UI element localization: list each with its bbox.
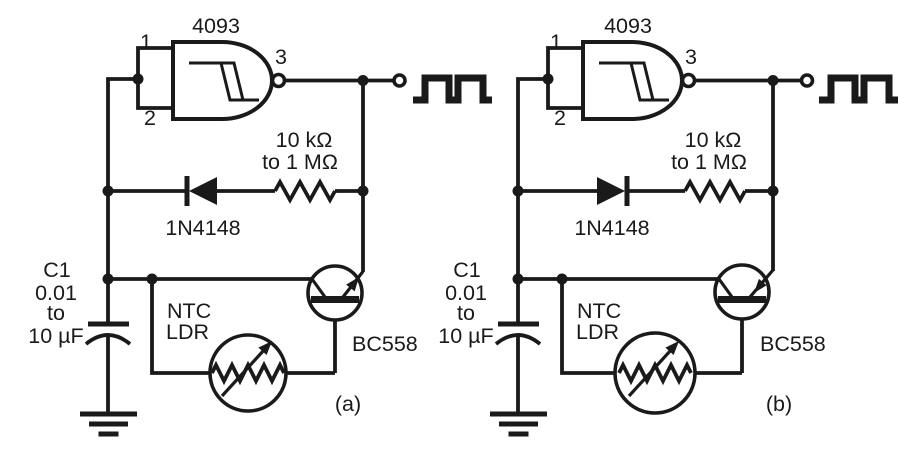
sensor-arrow-shaft [220, 348, 266, 398]
transistor-circle [713, 263, 771, 321]
feedback-left-rail-wire [516, 77, 548, 324]
transistor-base-bar [311, 296, 359, 303]
sensor-circle [613, 331, 697, 415]
sensor-label-line2: LDR [576, 320, 619, 344]
capacitor: C1 0.01 to 10 µF [438, 258, 542, 413]
diode-triangle-icon [597, 177, 625, 205]
schmitt-trigger-icon [599, 61, 669, 102]
sensor-zigzag-icon [617, 360, 693, 386]
pin3-label: 3 [685, 45, 697, 69]
junction-dot [146, 273, 158, 285]
schmitt-trigger-icon [189, 61, 259, 102]
resistor-value-line2: to 1 MΩ [262, 150, 338, 174]
capacitor-label-line3: to [457, 301, 475, 325]
junction-dots [512, 73, 779, 285]
junction-dot [132, 73, 144, 85]
transistor-part-label: BC558 [352, 332, 418, 356]
ground-symbol-icon [80, 411, 137, 437]
transistor-emitter-arrow-icon [346, 277, 359, 292]
transistor-collector-lead [717, 278, 734, 298]
junction-dot [542, 73, 554, 85]
transistor-emitter-arrow-icon [754, 278, 767, 293]
diode: 1N4148 [574, 176, 650, 240]
gate-part-label: 4093 [192, 14, 240, 38]
junction-dot [556, 273, 568, 285]
resistor-value-line1: 10 kΩ [276, 128, 333, 152]
sensor-ldr: NTC LDR [576, 299, 697, 415]
resistor-zigzag-icon [273, 178, 337, 204]
diode-part-label: 1N4148 [165, 216, 240, 240]
sensor-branch-wire [150, 279, 210, 375]
circuit-b: 4093 1 2 3 1N4148 10 kΩ to 1 MΩ C1 0.01 … [438, 14, 898, 437]
diode: 1N4148 [165, 176, 241, 240]
junction-dot [767, 75, 779, 86]
pin2-label: 2 [144, 106, 156, 130]
sensor-label-line1: NTC [167, 299, 211, 323]
sensor-arrow-head-icon [665, 341, 679, 355]
capacitor-label-line2: 0.01 [35, 281, 77, 305]
inverter-bubble-icon [680, 72, 697, 89]
capacitor-label-line4: 10 µF [438, 324, 493, 348]
sensor-circle [208, 333, 288, 413]
junction-dot [767, 185, 779, 197]
transistor-base-bar [718, 296, 766, 303]
junction-dot [102, 185, 114, 197]
junction-dots [102, 73, 369, 285]
diode-part-label: 1N4148 [574, 216, 649, 240]
transistor-part-label: BC558 [760, 332, 826, 356]
sensor-arrow-shaft [627, 348, 673, 398]
junction-dot [357, 75, 369, 86]
resistor-value-line1: 10 kΩ [685, 128, 742, 152]
capacitor-label-line4: 10 µF [28, 324, 83, 348]
circuit-caption: (a) [335, 392, 361, 416]
transistor: BC558 [306, 264, 418, 356]
transistor-circle [306, 264, 364, 322]
capacitor-label-line2: 0.01 [445, 281, 487, 305]
pin1-label: 1 [550, 30, 562, 54]
capacitor-plate-curved [494, 333, 542, 346]
sensor-zigzag-icon [210, 360, 286, 386]
square-wave-icon [413, 74, 492, 104]
gate-part-label: 4093 [604, 14, 652, 38]
capacitor-label-line1: C1 [43, 258, 70, 282]
feedback-left-rail-wire [106, 77, 138, 324]
capacitor-label-line1: C1 [453, 258, 480, 282]
transistor: BC558 [713, 263, 826, 356]
junction-dot [357, 185, 369, 197]
nand-gate-body [171, 40, 274, 121]
sensor-ldr: NTC LDR [166, 299, 288, 413]
circuit-caption: (b) [766, 392, 792, 416]
junction-dot [512, 273, 524, 285]
capacitor-label-line3: to [47, 301, 65, 325]
nand-gate-body [581, 40, 684, 121]
resistor-value-line2: to 1 MΩ [671, 150, 747, 174]
sensor-branch-wire [560, 279, 615, 375]
nand-gate: 4093 1 2 3 [140, 14, 287, 130]
feedback-resistor: 10 kΩ to 1 MΩ [671, 128, 747, 204]
output-terminal-icon [799, 73, 815, 88]
pin3-label: 3 [275, 45, 287, 69]
sensor-label-line1: NTC [577, 299, 621, 323]
output-terminal-icon [392, 73, 407, 88]
sensor-label-line2: LDR [166, 320, 209, 344]
transistor-collector-lead [310, 278, 327, 298]
pin1-label: 1 [140, 30, 152, 54]
square-wave-icon [819, 74, 898, 104]
ground-symbol-icon [490, 411, 547, 437]
junction-dot [102, 273, 114, 285]
capacitor-plate-curved [84, 333, 132, 346]
resistor-zigzag-icon [683, 178, 747, 204]
junction-dot [512, 185, 524, 197]
nand-gate: 4093 1 2 3 [550, 14, 697, 130]
feedback-resistor: 10 kΩ to 1 MΩ [262, 128, 338, 204]
sensor-arrow-head-icon [258, 341, 272, 355]
pin2-label: 2 [554, 106, 566, 130]
circuit-a: 4093 1 2 3 1N4148 10 kΩ to 1 MΩ C1 0.01 … [28, 14, 492, 437]
inverter-bubble-icon [270, 72, 287, 89]
diode-triangle-icon [189, 177, 217, 205]
capacitor: C1 0.01 to 10 µF [28, 258, 132, 413]
